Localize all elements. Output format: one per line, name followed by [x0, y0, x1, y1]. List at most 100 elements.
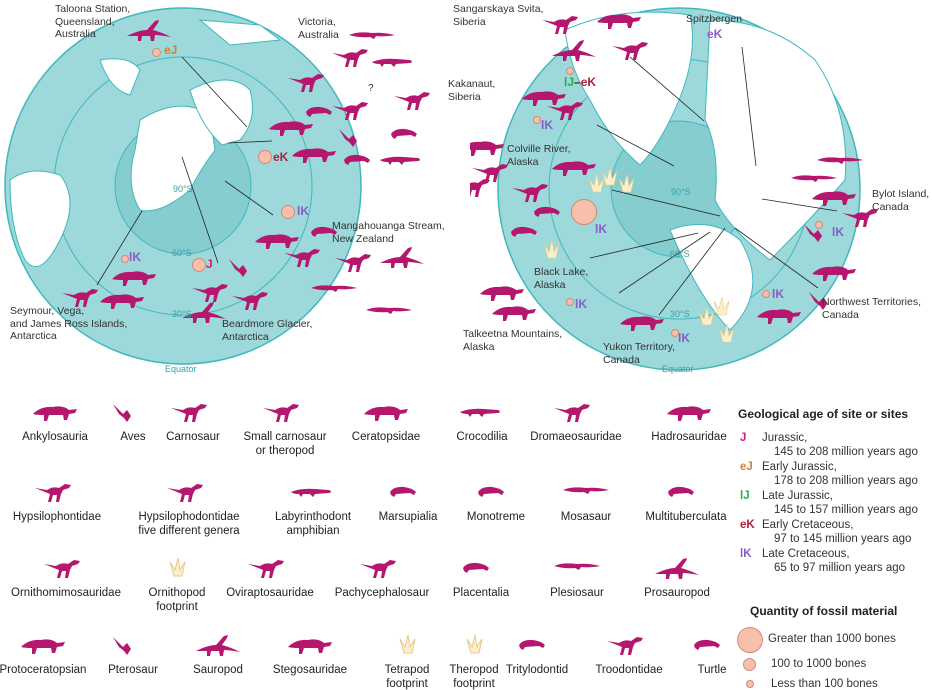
quantity-large-swatch — [737, 627, 763, 653]
small-silhouette-icon — [694, 639, 720, 650]
quantity-small-swatch — [746, 680, 754, 688]
site-northwest-territories: Northwest Territories, Canada — [822, 296, 922, 321]
site-black-lake: Black Lake, Alaska — [534, 266, 589, 291]
croc-silhouette-icon — [291, 488, 331, 497]
key-item-hypsilophodontidae: Hypsilophodontidae five different genera — [129, 480, 249, 538]
age-code-J: J — [206, 257, 213, 271]
quantity-marker-medium — [258, 150, 272, 164]
key-item-sauropod: Sauropod — [158, 633, 278, 677]
site-beardmore: Beardmore Glacier, Antarctica — [222, 318, 313, 343]
age-code: eK — [740, 519, 755, 531]
south-lat-90-label: 90°S — [173, 184, 193, 194]
quad-silhouette-icon — [288, 639, 332, 654]
age-code: J — [740, 432, 747, 444]
age-range: 65 to 97 million years ago — [774, 562, 906, 574]
site-spitzbergen: Spitzbergen — [686, 13, 743, 25]
key-item-placentalia: Placentalia — [421, 556, 541, 600]
age-code: lK — [740, 548, 752, 560]
north-lat-30-label: 30°S — [670, 309, 690, 319]
key-item-prosauropod: Prosauropod — [617, 556, 737, 600]
quantity-marker-small — [152, 48, 161, 57]
age-code-lK: lK — [772, 287, 784, 301]
site-seymour: Seymour, Vega, and James Ross Islands, A… — [10, 305, 128, 342]
northern-hemisphere-map — [470, 7, 878, 371]
small-silhouette-icon — [390, 486, 416, 497]
quantity-small-label: Less than 100 bones — [771, 678, 878, 690]
key-item-label: Crocodilia — [456, 431, 508, 443]
key-item-stegosauridae: Stegosauridae — [250, 633, 370, 677]
key-item-marsupialia: Marsupialia — [348, 480, 468, 524]
key-item-label: Hadrosauridae — [651, 431, 727, 443]
south-america-landmass — [9, 170, 71, 268]
key-item-label: Tetrapod footprint — [384, 664, 430, 690]
age-code-eK: eK — [273, 150, 289, 164]
quad-silhouette-icon — [21, 639, 65, 654]
key-item-labyrinthodont: Labyrinthodont amphibian — [253, 480, 373, 538]
key-item-label: Dromaeosauridae — [530, 431, 622, 443]
key-item-mosasaur: Mosasaur — [526, 480, 646, 524]
key-item-pterosaur: Pterosaur — [73, 633, 193, 677]
age-name: Late Cretaceous, — [762, 548, 850, 560]
key-item-label: Ceratopsidae — [351, 431, 421, 443]
key-item-small-carnosaur: Small carnosaur or theropod — [225, 400, 345, 458]
key-item-label: Theropod footprint — [449, 664, 499, 690]
quantity-large-label: Greater than 1000 bones — [768, 633, 896, 645]
biped-silhouette-icon — [171, 404, 207, 422]
age-code-eK: eK — [707, 27, 723, 41]
key-item-ceratopsidae: Ceratopsidae — [326, 400, 446, 444]
southern-hemisphere-map — [4, 7, 430, 365]
small-silhouette-icon — [478, 486, 504, 497]
antarctica-landmass — [130, 105, 216, 212]
swim-silhouette-icon — [554, 563, 600, 570]
age-name: Early Cretaceous, — [762, 519, 854, 531]
small-silhouette-icon — [463, 562, 489, 573]
south-lat-60-label: 60°S — [172, 248, 192, 258]
key-item-hadrosauridae: Hadrosauridae — [629, 400, 749, 444]
key-item-protoceratopsian: Protoceratopsian — [0, 633, 103, 677]
key-item-crocodilia: Crocodilia — [422, 400, 542, 444]
site-talkeetna: Talkeetna Mountains, Alaska — [463, 328, 563, 353]
quantity-marker-medium — [281, 205, 295, 219]
key-item-ankylosauria: Ankylosauria — [0, 400, 115, 444]
key-item-troodontidae: Troodontidae — [569, 633, 689, 677]
age-name: Late Jurassic, — [762, 490, 833, 502]
age-code-lK: lK — [595, 222, 607, 236]
age-code-eK: eK — [580, 75, 597, 89]
site-mangahouanga: Mangahouanga Stream, New Zealand — [332, 220, 445, 245]
north-lat-60-label: 60°S — [670, 249, 690, 259]
site-colville: Colville River, Alaska — [507, 143, 571, 168]
biped-silhouette-icon — [263, 404, 299, 422]
key-item-oviraptosauridae: Oviraptosauridae — [210, 556, 330, 600]
quantity-marker-small — [762, 290, 770, 298]
key-item-aves: Aves — [73, 400, 193, 444]
small-silhouette-icon — [668, 486, 694, 497]
age-code-lK: lK — [129, 250, 141, 264]
key-item-dromaeosauridae: Dromaeosauridae — [516, 400, 636, 444]
biped-silhouette-icon — [554, 404, 590, 422]
biped-silhouette-icon — [360, 560, 396, 578]
key-item-label: Turtle — [697, 664, 727, 676]
key-item-label: Ankylosauria — [22, 431, 88, 443]
key-item-label: Multituberculata — [645, 511, 727, 523]
key-item-tritylodontid: Tritylodontid — [477, 633, 597, 677]
quantity-medium-label: 100 to 1000 bones — [771, 658, 867, 670]
key-item-monotreme: Monotreme — [436, 480, 556, 524]
age-legend-title: Geological age of site or sites — [738, 407, 909, 421]
north-equator-label: Equator — [662, 364, 694, 374]
asia-landmass — [564, 11, 693, 166]
key-item-ornithopod: Ornithopod footprint — [117, 556, 237, 614]
biped-silhouette-icon — [44, 560, 80, 578]
key-item-label: Pterosaur — [108, 664, 158, 676]
age-range: 145 to 157 million years ago — [774, 504, 918, 516]
key-item-ornithomimosauridae: Ornithomimosauridae — [6, 556, 126, 600]
site-victoria: Victoria, Australia — [298, 16, 339, 41]
age-code-lK: lK — [541, 118, 553, 132]
key-item-label: Plesiosaur — [550, 587, 604, 599]
quad-silhouette-icon — [364, 406, 408, 421]
biped-silhouette-icon — [248, 560, 284, 578]
north-america-landmass — [669, 223, 754, 331]
key-item-label: Stegosauridae — [272, 664, 348, 676]
